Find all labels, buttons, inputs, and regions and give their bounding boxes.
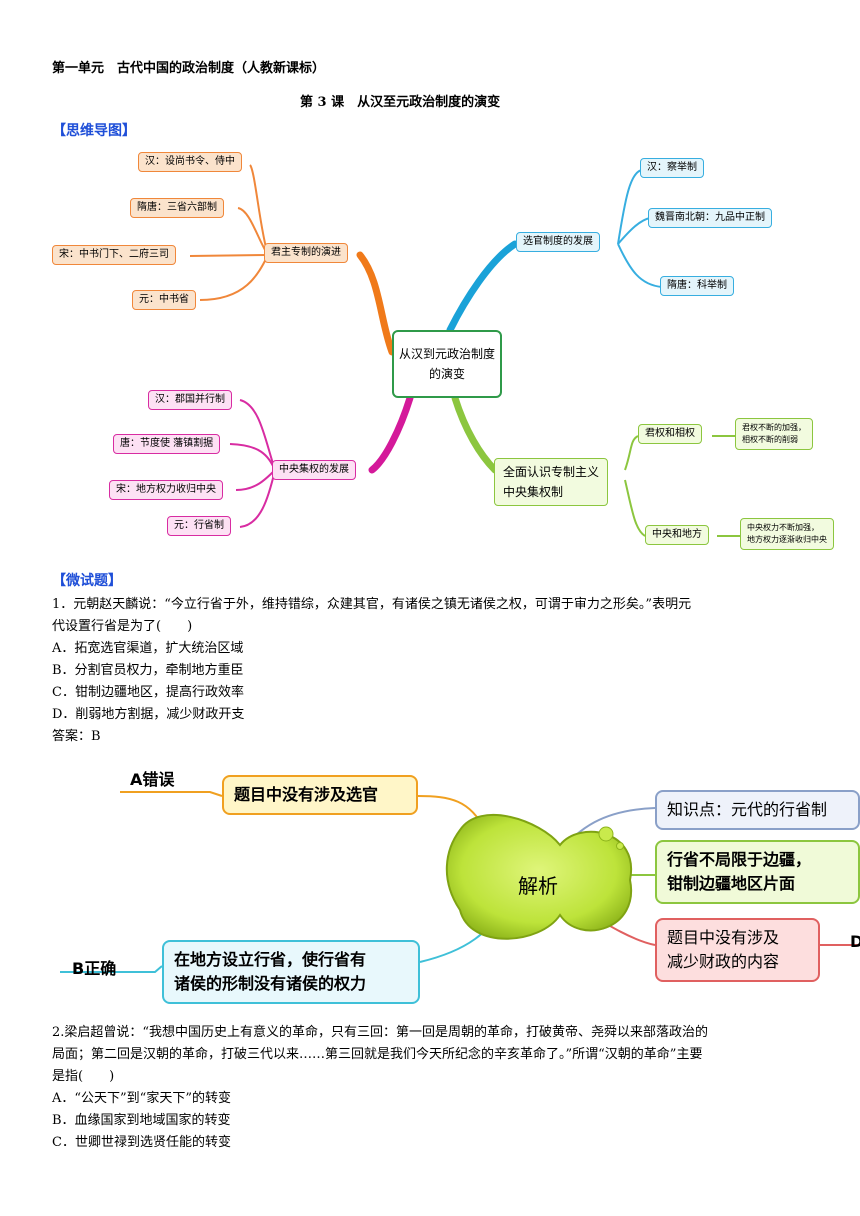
option-a: A．“公天下”到“家天下”的转变	[52, 1091, 231, 1106]
option-a-verdict: A错误	[130, 770, 175, 789]
question-2: 2.梁启超曾说：“我想中国历史上有意义的革命，只有三回：第一回是周朝的革命，打破…	[52, 1022, 852, 1154]
option-c-reason: 行省不局限于边疆， 钳制边疆地区片面	[655, 840, 860, 904]
lesson-title: 第 3 课 从汉至元政治制度的演变	[300, 95, 501, 110]
branch-centralization: 中央集权的发展	[272, 460, 356, 480]
option-c: C．钳制边疆地区，提高行政效率	[52, 685, 244, 700]
centralization-item: 汉：郡国并行制	[148, 390, 232, 410]
unit-title: 第一单元 古代中国的政治制度（人教新课标）	[52, 61, 326, 76]
monarch-vs-minister: 君权和相权	[638, 424, 702, 444]
selection-item: 魏晋南北朝：九品中正制	[648, 208, 772, 228]
option-b: B．分割官员权力，牵制地方重臣	[52, 663, 244, 678]
option-b: B．血缘国家到地域国家的转变	[52, 1113, 231, 1128]
quiz-label: 【微试题】	[52, 573, 122, 589]
question-2-stem: 2.梁启超曾说：“我想中国历史上有意义的革命，只有三回：第一回是周朝的革命，打破…	[52, 1025, 709, 1040]
option-b-reason: 在地方设立行省，使行省有 诸侯的形制没有诸侯的权力	[162, 940, 420, 1004]
option-d-reason: 题目中没有涉及 减少财政的内容	[655, 918, 820, 982]
branch-autocracy-overview: 全面认识专制主义 中央集权制	[494, 458, 609, 506]
centralization-item: 宋：地方权力收归中央	[109, 480, 223, 500]
central-vs-local: 中央和地方	[645, 525, 709, 545]
centralization-item: 元：行省制	[167, 516, 231, 536]
question-2-stem: 局面；第二回是汉朝的革命，打破三代以来……第三回就是我们今天所纪念的辛亥革命了。…	[52, 1047, 703, 1062]
selection-item: 隋唐：科举制	[660, 276, 734, 296]
mind-map-center: 从汉到元政治制度 的演变	[392, 330, 502, 398]
monarchy-item: 元：中书省	[132, 290, 196, 310]
monarchy-item: 隋唐：三省六部制	[130, 198, 224, 218]
analysis-center: 解析	[518, 874, 558, 898]
question-1-stem: 代设置行省是为了( )	[52, 619, 193, 634]
branch-official-selection: 选官制度的发展	[516, 232, 600, 252]
question-1-stem: 1．元朝赵天麟说：“今立行省于外，维持错综，众建其官，有诸侯之镇无诸侯之权，可谓…	[52, 597, 692, 612]
monarch-vs-minister-note: 君权不断的加强， 相权不断的削弱	[735, 418, 813, 450]
selection-item: 汉：察举制	[640, 158, 704, 178]
option-d-verdict: D	[850, 932, 860, 951]
knowledge-point: 知识点：元代的行省制	[655, 790, 860, 830]
monarchy-item: 汉：设尚书令、侍中	[138, 152, 242, 172]
option-a: A．拓宽选官渠道，扩大统治区域	[52, 641, 244, 656]
option-d: D．削弱地方割据，减少财政开支	[52, 707, 245, 722]
central-vs-local-note: 中央权力不断加强， 地方权力逐渐收归中央	[740, 518, 834, 550]
option-a-reason: 题目中没有涉及选官	[222, 775, 418, 815]
mind-map-connectors	[189, 164, 740, 537]
answer: 答案：B	[52, 729, 101, 744]
branch-monarchy-evolution: 君主专制的演进	[264, 243, 348, 263]
centralization-item: 唐：节度使 藩镇割据	[113, 434, 221, 454]
mind-map-label: 【思维导图】	[52, 123, 136, 139]
question-1: 1．元朝赵天麟说：“今立行省于外，维持错综，众建其官，有诸侯之镇无诸侯之权，可谓…	[52, 594, 852, 748]
monarchy-item: 宋：中书门下、二府三司	[52, 245, 176, 265]
option-c: C．世卿世禄到选贤任能的转变	[52, 1135, 231, 1150]
option-b-verdict: B正确	[72, 959, 117, 978]
question-2-stem: 是指( )	[52, 1069, 115, 1084]
